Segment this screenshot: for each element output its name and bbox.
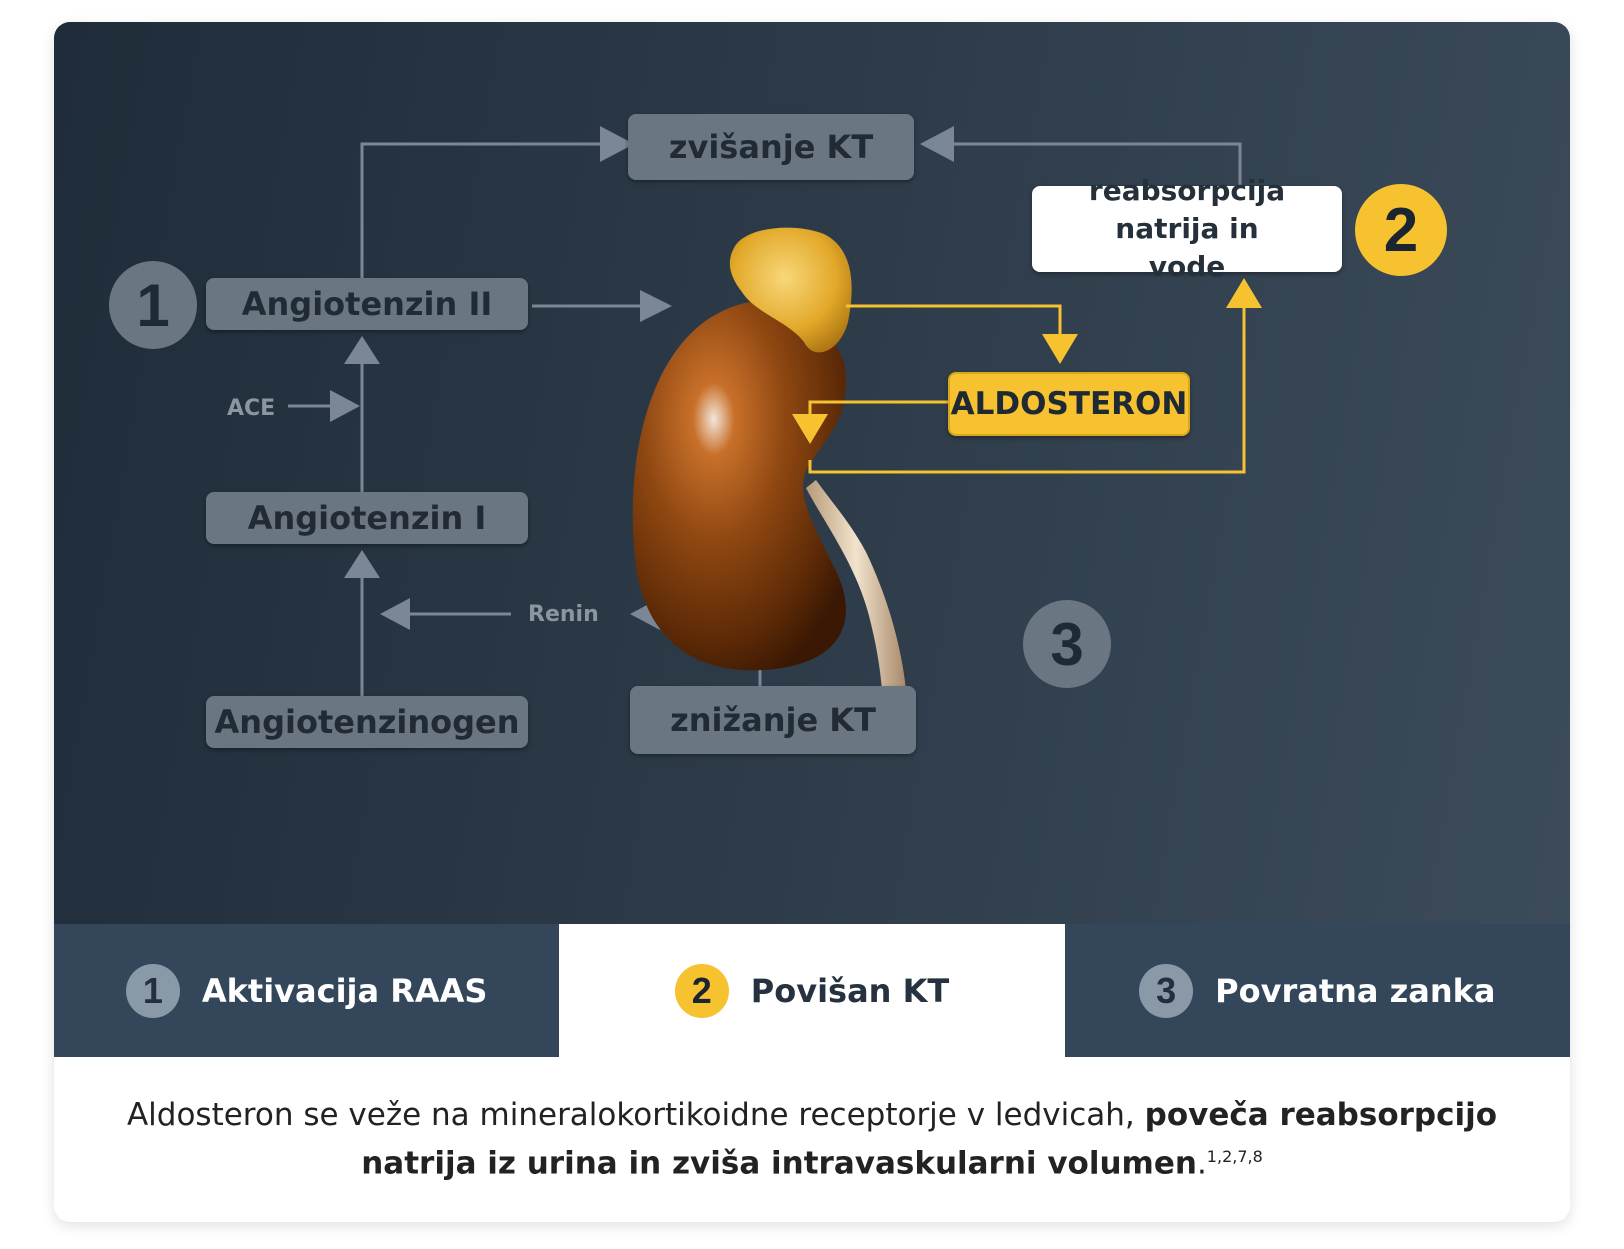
tab-1-label: Aktivacija RAAS bbox=[201, 971, 488, 1010]
tab-aktivacija-raas[interactable]: 1 Aktivacija RAAS bbox=[54, 924, 560, 1057]
tab-povisan-kt[interactable]: 2 Povišan KT bbox=[559, 924, 1065, 1057]
tab-2-label: Povišan KT bbox=[750, 971, 950, 1010]
angiotenzin-ii-box: Angiotenzin II bbox=[206, 278, 528, 330]
ace-label: ACE bbox=[227, 396, 276, 421]
znizanje-kt-box: znižanje KT bbox=[630, 686, 916, 754]
caption-bold: poveča reabsorpcijo natrija iz urina in … bbox=[361, 1097, 1498, 1182]
tab-3-label: Povratna zanka bbox=[1215, 971, 1496, 1010]
arrow-gland-to-aldosteron bbox=[846, 304, 1062, 334]
yellow-arrowheads bbox=[792, 278, 1262, 444]
aldosteron-box: ALDOSTERON bbox=[948, 372, 1190, 436]
renin-label: Renin bbox=[528, 602, 599, 627]
step-tabs: 1 Aktivacija RAAS 2 Povišan KT 3 Povratn… bbox=[54, 924, 1570, 1057]
tab-povratna-zanka[interactable]: 3 Povratna zanka bbox=[1064, 924, 1570, 1057]
step-3-badge: 3 bbox=[1023, 600, 1111, 688]
raas-diagram: zvišanje KT reabsorpcija natrija in vode… bbox=[54, 22, 1570, 924]
angiotenzin-i-box: Angiotenzin I bbox=[206, 492, 528, 544]
step-2-badge: 2 bbox=[1355, 184, 1447, 276]
arrow-ang2-to-zvisanje bbox=[360, 142, 604, 292]
tab-3-number: 3 bbox=[1139, 963, 1194, 1018]
kidney-illustration bbox=[632, 227, 906, 690]
diagram-graphics bbox=[288, 126, 1262, 714]
tab-2-number: 2 bbox=[674, 963, 729, 1018]
diagram-card: zvišanje KT reabsorpcija natrija in vode… bbox=[54, 22, 1570, 1222]
reabsorpcija-box: reabsorpcija natrija in vode bbox=[1032, 174, 1342, 283]
arrow-kidney-to-reabsorpcija bbox=[808, 308, 1246, 474]
arrow-aldosteron-to-kidney bbox=[808, 400, 948, 414]
reabsorpcija-label: reabsorpcija natrija in vode bbox=[1088, 174, 1286, 283]
step-1-badge: 1 bbox=[109, 261, 197, 349]
yellow-connectors bbox=[808, 304, 1246, 474]
grey-arrowheads bbox=[330, 126, 954, 630]
caption-references: 1,2,7,8 bbox=[1206, 1147, 1263, 1166]
description-text: Aldosteron se veže na mineralokortikoidn… bbox=[74, 1094, 1550, 1184]
zvisanje-kt-box: zvišanje KT bbox=[628, 114, 914, 180]
angiotenzinogen-box: Angiotenzinogen bbox=[206, 696, 528, 748]
caption-end: . bbox=[1196, 1145, 1207, 1182]
tab-1-number: 1 bbox=[125, 963, 180, 1018]
caption-plain: Aldosteron se veže na mineralokortikoidn… bbox=[126, 1097, 1145, 1133]
